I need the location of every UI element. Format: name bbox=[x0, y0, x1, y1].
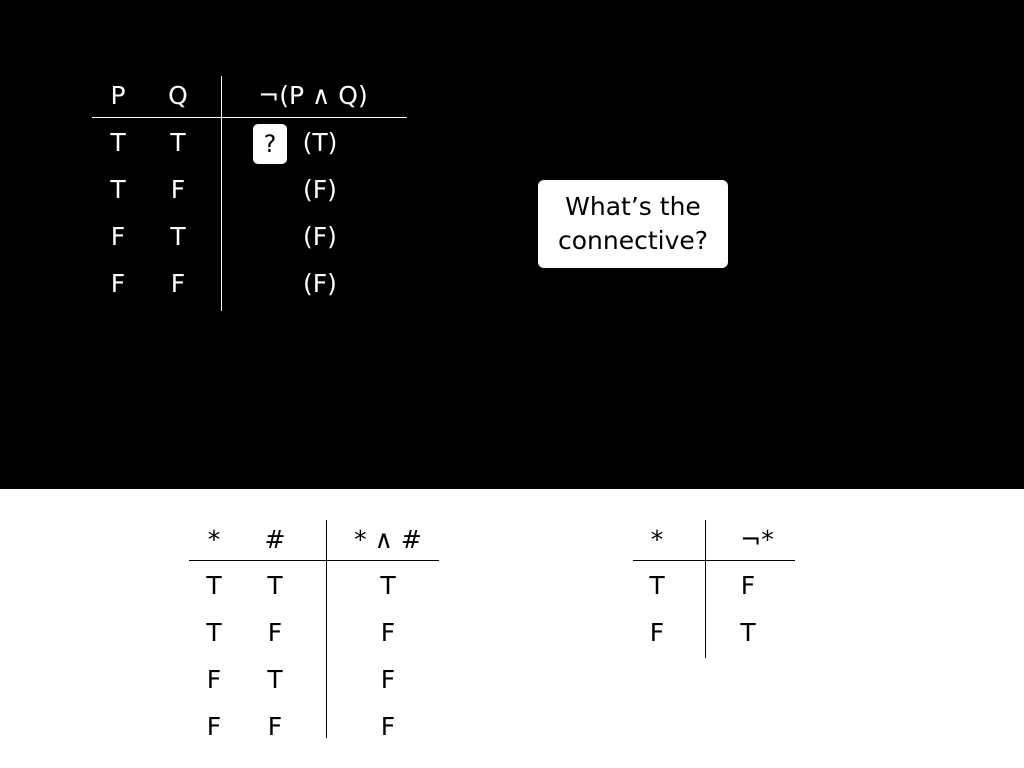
and-header-expression: * ∧ # bbox=[354, 525, 422, 554]
pq-header-rule bbox=[92, 117, 407, 118]
pq-header-p: P bbox=[110, 81, 126, 110]
not-row-2-result: T bbox=[740, 618, 756, 647]
question-mark-box: ? bbox=[253, 124, 287, 164]
pq-column-divider bbox=[221, 76, 222, 311]
not-column-divider bbox=[705, 520, 706, 658]
and-row-4-hash: F bbox=[267, 712, 283, 741]
callout-line-2: connective? bbox=[557, 226, 709, 255]
and-header-hash: # bbox=[264, 525, 286, 554]
pq-row-3-q: T bbox=[170, 222, 186, 251]
not-row-1-star: T bbox=[649, 571, 665, 600]
top-panel: P Q ¬(P ∧ Q) T T (T) T F (F) F T (F) F F… bbox=[0, 0, 1024, 489]
not-row-1-result: F bbox=[740, 571, 756, 600]
pq-row-1-result: (T) bbox=[302, 128, 338, 157]
and-column-divider bbox=[326, 520, 327, 738]
pq-row-4-result: (F) bbox=[303, 269, 337, 298]
and-row-2-result: F bbox=[380, 618, 396, 647]
not-header-rule bbox=[633, 560, 795, 561]
pq-row-4-p: F bbox=[110, 269, 126, 298]
pq-row-2-p: T bbox=[110, 175, 126, 204]
pq-row-3-p: F bbox=[110, 222, 126, 251]
and-row-4-star: F bbox=[206, 712, 222, 741]
pq-row-4-q: F bbox=[170, 269, 186, 298]
pq-row-3-result: (F) bbox=[303, 222, 337, 251]
and-row-3-hash: T bbox=[267, 665, 283, 694]
not-header-star: * bbox=[650, 525, 664, 554]
and-row-2-star: T bbox=[206, 618, 222, 647]
not-header-expression: ¬* bbox=[740, 525, 774, 554]
and-header-star: * bbox=[207, 525, 221, 554]
and-row-1-result: T bbox=[380, 571, 396, 600]
connective-callout: What’s the connective? bbox=[538, 180, 728, 268]
and-header-rule bbox=[189, 560, 439, 561]
and-row-2-hash: F bbox=[267, 618, 283, 647]
and-row-4-result: F bbox=[380, 712, 396, 741]
bottom-panel: * # * ∧ # T T T T F F F T F F F F * ¬* T… bbox=[0, 489, 1024, 768]
and-row-3-star: F bbox=[206, 665, 222, 694]
callout-line-1: What’s the bbox=[565, 192, 701, 221]
and-row-3-result: F bbox=[380, 665, 396, 694]
and-row-1-hash: T bbox=[267, 571, 283, 600]
pq-row-1-p: T bbox=[110, 128, 126, 157]
pq-row-2-q: F bbox=[170, 175, 186, 204]
pq-row-1-q: T bbox=[170, 128, 186, 157]
pq-row-2-result: (F) bbox=[303, 175, 337, 204]
and-row-1-star: T bbox=[206, 571, 222, 600]
not-row-2-star: F bbox=[649, 618, 665, 647]
pq-header-expression: ¬(P ∧ Q) bbox=[258, 81, 368, 110]
pq-header-q: Q bbox=[168, 81, 188, 110]
